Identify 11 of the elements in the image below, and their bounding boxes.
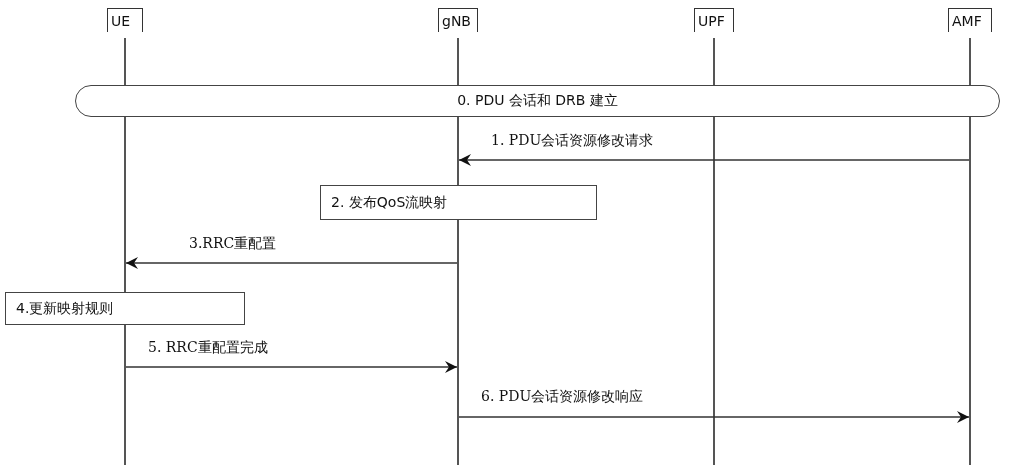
phase-band: 0. PDU 会话和 DRB 建立	[75, 85, 1000, 117]
participant-label: UPF	[694, 8, 734, 32]
message-arrow	[125, 257, 458, 269]
action-box: 2. 发布QoS流映射	[320, 185, 597, 220]
message-arrow	[458, 154, 970, 166]
action-box: 4.更新映射规则	[5, 292, 245, 325]
message-arrow	[125, 361, 458, 373]
participant-label: UE	[107, 8, 143, 32]
message-arrow	[458, 411, 970, 423]
participant-label: AMF	[948, 8, 992, 32]
participant-label: gNB	[438, 8, 478, 32]
